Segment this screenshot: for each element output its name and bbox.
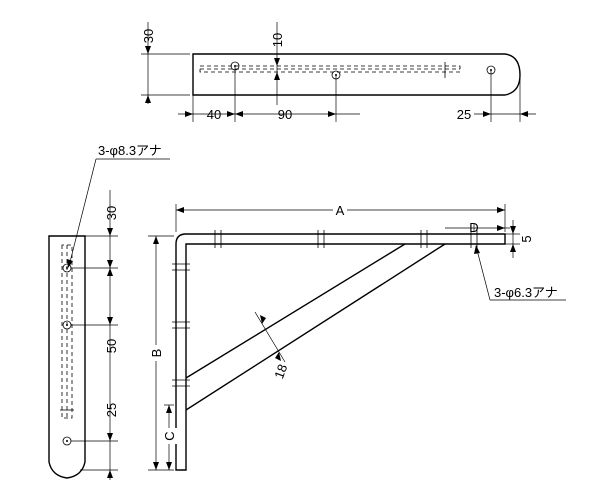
dim-a-label: A <box>336 203 345 218</box>
top-view-outline <box>192 53 521 96</box>
dim-right-label: 25 <box>457 107 471 122</box>
side-dim-top: 30 <box>104 206 119 220</box>
dim-left-label: 40 <box>207 107 221 122</box>
front-view: A D 5 3-φ6.3アナ B C <box>146 200 566 471</box>
top-view: 30 10 40 90 25 <box>141 22 536 122</box>
side-dim-bottom: 25 <box>104 403 119 417</box>
dim-width-label: 30 <box>141 29 156 43</box>
leg-hole-marks <box>172 263 190 387</box>
dim-d-label: D <box>469 220 478 235</box>
dim-slot-label: 10 <box>270 33 285 47</box>
dim-brace-label: 18 <box>271 362 290 381</box>
dim-b-label: B <box>149 349 164 358</box>
side-view-outline <box>48 235 86 479</box>
front-hole-note: 3-φ6.3アナ <box>494 285 558 300</box>
dim-middle-label: 90 <box>278 107 292 122</box>
arm-hole-marks <box>214 230 478 248</box>
top-view-slot <box>199 65 461 73</box>
dim-thickness-label: 5 <box>519 235 534 242</box>
bracket-brace <box>185 243 446 411</box>
side-dim-middle: 50 <box>104 339 119 353</box>
side-view: 3-φ8.3アナ 30 50 25 <box>48 143 170 480</box>
bracket-outline <box>175 233 506 471</box>
side-hole-note: 3-φ8.3アナ <box>98 143 162 158</box>
dim-c-label: C <box>162 431 177 440</box>
